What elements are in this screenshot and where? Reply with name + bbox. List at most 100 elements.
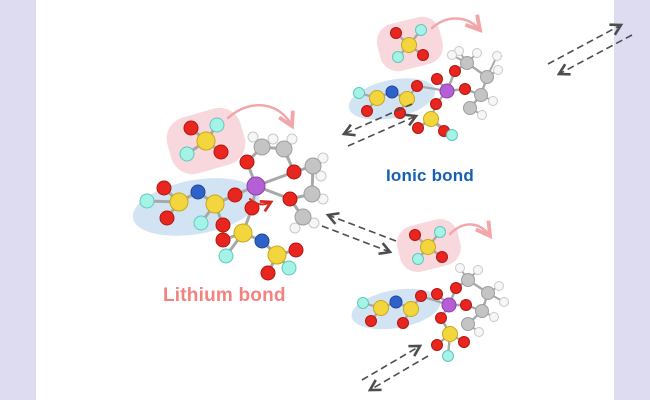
atom-hydrogen [315, 170, 327, 182]
atom-carbon [303, 185, 321, 203]
atom-oxygen [215, 232, 231, 248]
atom-fluorine [357, 297, 369, 309]
atom-oxygen [436, 251, 448, 263]
atom-oxygen [213, 144, 229, 160]
atom-oxygen [361, 105, 373, 117]
atom-carbon [475, 304, 489, 318]
exchange-arrows-bottom [361, 344, 429, 392]
atom-carbon [461, 273, 475, 287]
exchange-arrows-top-right [547, 23, 633, 76]
atom-carbon [294, 208, 312, 226]
lithium-atom [439, 83, 455, 99]
atom-sulfur [169, 192, 189, 212]
red-coordination-arrow [249, 198, 271, 204]
atom-hydrogen [493, 65, 503, 75]
atom-hydrogen [494, 281, 504, 291]
atom-oxygen [239, 154, 255, 170]
atom-hydrogen [499, 297, 509, 307]
atom-hydrogen [317, 152, 329, 164]
atom-fluorine [179, 146, 195, 162]
atom-carbon [461, 317, 475, 331]
atom-fluorine [353, 87, 365, 99]
atom-fluorine [392, 51, 404, 63]
atom-oxygen [215, 217, 231, 233]
ionic-bond-label: Ionic bond [386, 166, 474, 185]
atom-fluorine [139, 193, 155, 209]
atom-oxygen [458, 336, 470, 348]
atom-fluorine [442, 350, 454, 362]
atom-nitrogen [385, 85, 399, 99]
atom-oxygen [159, 210, 175, 226]
atom-hydrogen [473, 265, 483, 275]
atom-hydrogen [247, 131, 259, 143]
atom-oxygen [460, 299, 472, 311]
atom-oxygen [390, 27, 402, 39]
atom-sulfur [373, 300, 389, 316]
atom-fluorine [434, 226, 446, 238]
atom-carbon [481, 286, 495, 300]
atom-hydrogen [477, 110, 487, 120]
right-margin [614, 0, 650, 400]
atom-carbon [460, 56, 474, 70]
atom-oxygen [459, 83, 471, 95]
atom-oxygen [415, 290, 427, 302]
atom-carbon [275, 140, 293, 158]
lithium-bond-label: Lithium bond [163, 285, 286, 306]
lithium-atom [441, 297, 457, 313]
atom-sulfur [423, 111, 439, 127]
lithium-bond-complex [139, 117, 329, 281]
atom-nitrogen [190, 184, 206, 200]
atom-hydrogen [455, 263, 465, 273]
atom-oxygen [260, 265, 276, 281]
atom-fluorine [415, 24, 427, 36]
atom-oxygen [397, 317, 409, 329]
atom-carbon [304, 157, 322, 175]
atom-oxygen [365, 315, 377, 327]
atom-oxygen [431, 73, 443, 85]
pink-release-arrow-top-right [430, 18, 480, 30]
atom-sulfur [205, 194, 225, 214]
atom-oxygen [449, 65, 461, 77]
atom-hydrogen [472, 48, 482, 58]
atom-oxygen [183, 120, 199, 136]
left-margin [0, 0, 36, 400]
atom-sulfur [403, 301, 419, 317]
atom-hydrogen [447, 50, 457, 60]
atom-oxygen [227, 187, 243, 203]
ionic-pair-top [353, 24, 503, 141]
atom-sulfur [401, 37, 417, 53]
atom-nitrogen [389, 295, 403, 309]
atom-oxygen [417, 49, 429, 61]
atom-oxygen [411, 80, 423, 92]
atom-hydrogen [474, 327, 484, 337]
pink-release-arrow-left [226, 104, 292, 126]
atom-oxygen [409, 229, 421, 241]
atom-fluorine [281, 260, 297, 276]
atom-oxygen [288, 242, 304, 258]
ionic-pair-bottom [357, 226, 509, 362]
atom-oxygen [286, 164, 302, 180]
atom-hydrogen [286, 133, 298, 145]
atom-oxygen [435, 312, 447, 324]
atom-oxygen [450, 282, 462, 294]
exchange-arrows-upper-middle [341, 103, 419, 147]
atom-sulfur [196, 131, 216, 151]
atom-carbon [253, 138, 271, 156]
atom-fluorine [209, 117, 225, 133]
atom-oxygen [156, 180, 172, 196]
atom-oxygen [431, 288, 443, 300]
atom-sulfur [442, 326, 458, 342]
atom-hydrogen [489, 312, 499, 322]
atom-oxygen [431, 339, 443, 351]
atom-carbon [480, 70, 494, 84]
pink-release-arrow-bottom-right [448, 224, 490, 236]
atom-carbon [474, 88, 488, 102]
atom-oxygen [430, 98, 442, 110]
lithium-atom [246, 176, 266, 196]
atom-hydrogen [289, 222, 301, 234]
atom-sulfur [233, 223, 253, 243]
atom-oxygen [282, 191, 298, 207]
atom-hydrogen [492, 51, 502, 61]
